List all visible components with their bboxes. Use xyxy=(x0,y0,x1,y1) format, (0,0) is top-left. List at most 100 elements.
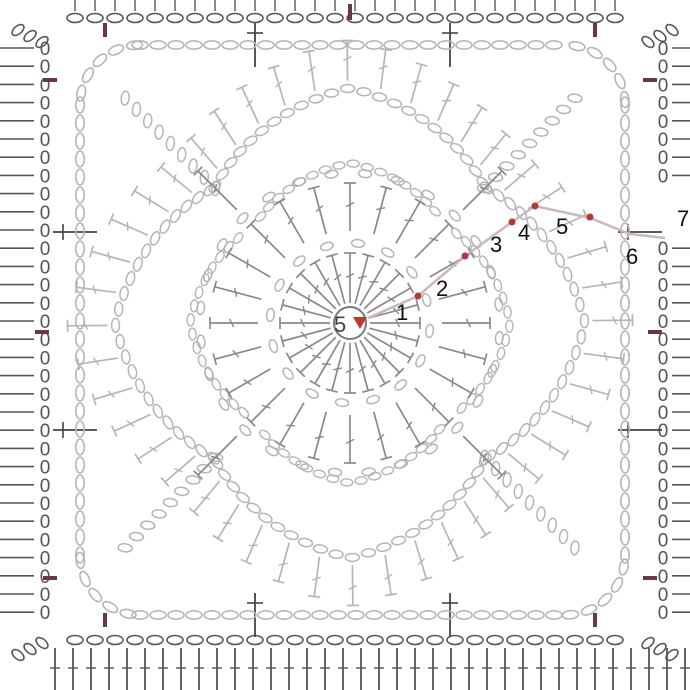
edge-chain-zero: 0 xyxy=(658,458,669,479)
fan-stitch xyxy=(134,436,173,465)
chain-stitch xyxy=(620,348,631,366)
edge-chain-zero: 0 xyxy=(658,367,669,388)
chain-stitch xyxy=(120,90,130,106)
chain-stitch xyxy=(185,475,201,485)
middle-ray-stitch xyxy=(212,345,262,366)
chain-stitch xyxy=(74,240,85,258)
chain-stitch xyxy=(468,164,483,178)
chain-stitch xyxy=(257,609,275,620)
chain-stitch xyxy=(119,608,137,620)
chain-stitch xyxy=(499,161,515,171)
chain-stitch xyxy=(117,543,133,553)
chain-stitch xyxy=(361,467,376,477)
chain-stitch xyxy=(494,297,504,312)
chain-stitch xyxy=(381,466,395,476)
chain-stitch xyxy=(365,609,383,620)
fan-stitch xyxy=(267,64,286,106)
edge-chain-stitch xyxy=(306,12,324,24)
edge-chain-stitch xyxy=(166,634,184,646)
edge-chain-zero: 0 xyxy=(658,476,669,497)
edge-chain-zero: 0 xyxy=(40,603,51,624)
fan-stitch xyxy=(76,357,119,371)
chain-stitch xyxy=(75,258,86,276)
chain-stitch xyxy=(140,520,156,531)
edge-chain-zero: 0 xyxy=(40,94,51,115)
edge-chain-zero: 0 xyxy=(40,221,51,242)
middle-ray-stitch xyxy=(274,402,305,448)
chain-stitch xyxy=(75,510,86,528)
chain-stitch xyxy=(524,494,535,511)
chain-stitch xyxy=(451,421,464,434)
chain-stitch xyxy=(347,609,365,620)
chain-stitch xyxy=(102,600,119,614)
edge-chain-stitch xyxy=(446,634,464,646)
edge-chain-stitch xyxy=(606,12,624,24)
chain-stitch xyxy=(409,188,423,198)
chain-stitch xyxy=(505,319,514,333)
edge-chain-stitch xyxy=(586,12,604,24)
edge-chain-stitch xyxy=(366,634,384,646)
chain-stitch xyxy=(197,354,207,368)
edge-chain-zero: 0 xyxy=(658,330,669,351)
chain-stitch xyxy=(188,158,198,174)
chain-stitch xyxy=(151,509,167,519)
edge-chain-zero: 0 xyxy=(658,348,669,369)
fan-stitch xyxy=(236,83,260,124)
chain-stitch xyxy=(619,114,630,132)
round-label-2: 2 xyxy=(436,276,448,301)
middle-ray-stitch xyxy=(209,317,258,329)
chain-stitch xyxy=(487,363,498,378)
middle-ray-stitch xyxy=(225,247,271,278)
chain-stitch xyxy=(176,146,187,163)
round-label-5: 5 xyxy=(556,214,568,239)
round-dot xyxy=(586,213,594,221)
chain-stitch xyxy=(548,387,560,403)
chain-stitch xyxy=(462,477,477,490)
chain-stitch xyxy=(386,98,403,109)
round-label-4: 4 xyxy=(518,220,530,245)
chain-stitch xyxy=(259,429,271,441)
chain-stitch xyxy=(74,222,85,240)
edge-marker xyxy=(35,330,49,334)
chain-stitch xyxy=(518,422,531,438)
chain-stitch xyxy=(579,312,590,329)
chain-stitch xyxy=(254,211,267,223)
inner-ray-stitch xyxy=(366,282,415,314)
inner-ray-stitch xyxy=(369,298,420,319)
chain-stitch xyxy=(75,551,86,570)
chain-stitch xyxy=(401,39,419,50)
diagonal-ray-stitch xyxy=(462,435,507,480)
diagonal-ray-stitch xyxy=(193,166,238,211)
edge-chain-zero: 0 xyxy=(40,148,51,169)
chain-stitch xyxy=(544,115,560,126)
fan-stitch xyxy=(130,185,170,213)
edge-chain-zero: 0 xyxy=(40,585,51,606)
chain-stitch xyxy=(188,327,197,341)
chain-stitch xyxy=(235,491,251,504)
chain-stitch xyxy=(480,181,494,195)
edge-chain-zero: 0 xyxy=(40,276,51,297)
middle-ray-stitch xyxy=(372,411,393,461)
edge-chain-stitch xyxy=(566,634,584,646)
chain-stitch xyxy=(203,609,221,620)
fan-stitch xyxy=(185,133,218,169)
chain-stitch xyxy=(149,39,167,50)
edge-chain-zero: 0 xyxy=(658,385,669,406)
chain-stitch xyxy=(334,398,350,408)
chain-stitch xyxy=(340,478,354,487)
middle-ray-stitch xyxy=(225,368,271,399)
chain-stitch xyxy=(527,609,545,620)
edge-chain-stitch xyxy=(226,12,244,24)
chain-stitch xyxy=(262,191,276,203)
chain-stitch xyxy=(339,83,356,94)
chain-stitch xyxy=(425,433,438,445)
chain-stitch xyxy=(254,125,270,137)
chain-stitch xyxy=(507,432,520,447)
middle-ray-stitch xyxy=(372,185,393,235)
chain-stitch xyxy=(236,212,249,225)
inner-ray-stitch xyxy=(354,253,375,304)
edge-chain-zero: 0 xyxy=(658,276,669,297)
middle-ray-stitch xyxy=(414,219,454,259)
fan-stitch xyxy=(272,542,290,584)
chain-stitch xyxy=(282,367,294,380)
